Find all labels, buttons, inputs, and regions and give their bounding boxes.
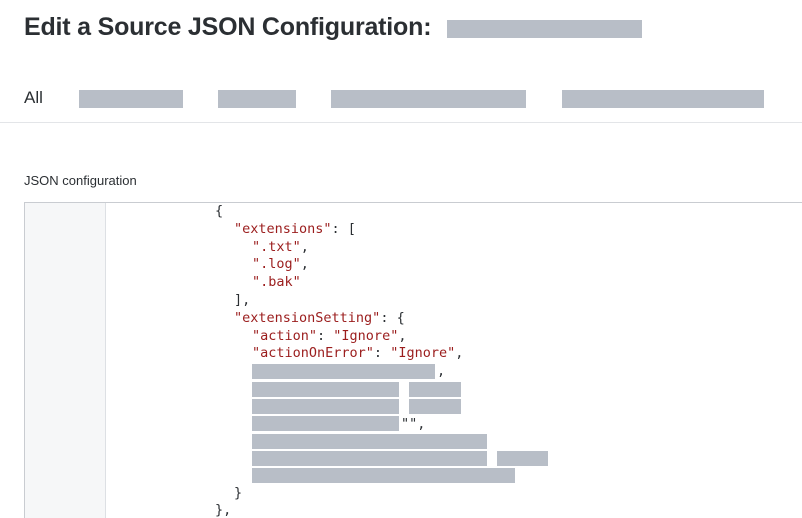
extension-value: ".bak" [252,274,301,291]
redacted-code [252,399,399,414]
colon: : [317,327,334,344]
redacted-code [252,451,487,466]
tab-redacted-3[interactable] [331,90,526,108]
tab-redacted-2[interactable] [218,90,296,108]
action-key: "action" [252,327,318,344]
action-on-error-value: "Ignore" [390,345,456,362]
code-line: ".txt", [252,239,309,257]
extension-value: ".txt" [252,238,301,255]
redacted-code [409,382,461,397]
code-line: }, [215,502,231,518]
tab-redacted-4[interactable] [562,90,764,108]
colon-brace: : { [380,309,405,326]
code-line: , [437,363,445,381]
comma: , [437,363,446,380]
page-title: Edit a Source JSON Configuration: [24,12,432,41]
code-area[interactable]: { "extensions": [ ".txt", ".log", ".bak"… [106,203,802,518]
redacted-code [252,468,515,483]
code-line: ".bak" [252,274,301,292]
redacted-code [252,416,399,431]
tab-all[interactable]: All [24,88,43,107]
comma: , [300,238,309,255]
code-line: "extensionSetting": { [234,310,405,328]
redacted-source-name [447,20,643,38]
comma: , [398,327,407,344]
redacted-code [252,382,399,397]
line-number-gutter [25,203,106,518]
tab-bar: All [0,80,802,123]
redacted-code [497,451,548,466]
json-code-editor[interactable]: { "extensions": [ ".txt", ".log", ".bak"… [24,202,802,518]
extension-value: ".log" [252,256,301,273]
close-brace: } [234,484,243,501]
tab-redacted-1[interactable] [79,90,183,108]
code-line: "", [401,416,425,434]
action-on-error-key: "actionOnError" [252,345,374,362]
colon: : [373,345,391,362]
close-bracket: ], [234,292,251,308]
redacted-code [252,434,487,449]
title-row: Edit a Source JSON Configuration: [24,8,643,46]
close-brace-comma: }, [215,502,232,518]
open-brace: { [215,203,224,219]
comma: , [300,256,309,273]
code-line: "action": "Ignore", [252,328,406,346]
redacted-code [409,399,461,414]
extensions-key: "extensions" [234,220,332,237]
redacted-code [252,364,435,379]
json-configuration-label: JSON configuration [24,173,137,188]
code-line: ".log", [252,256,309,274]
extension-setting-key: "extensionSetting" [234,309,381,326]
colon-bracket: : [ [331,220,356,237]
comma: , [455,345,464,362]
code-line: { [215,203,223,221]
code-line: "actionOnError": "Ignore", [252,345,463,363]
code-line: } [234,485,242,503]
empty-quotes: "", [401,415,426,432]
code-line: "extensions": [ [234,221,356,239]
action-value: "Ignore" [333,327,399,344]
code-line: ], [234,292,250,310]
